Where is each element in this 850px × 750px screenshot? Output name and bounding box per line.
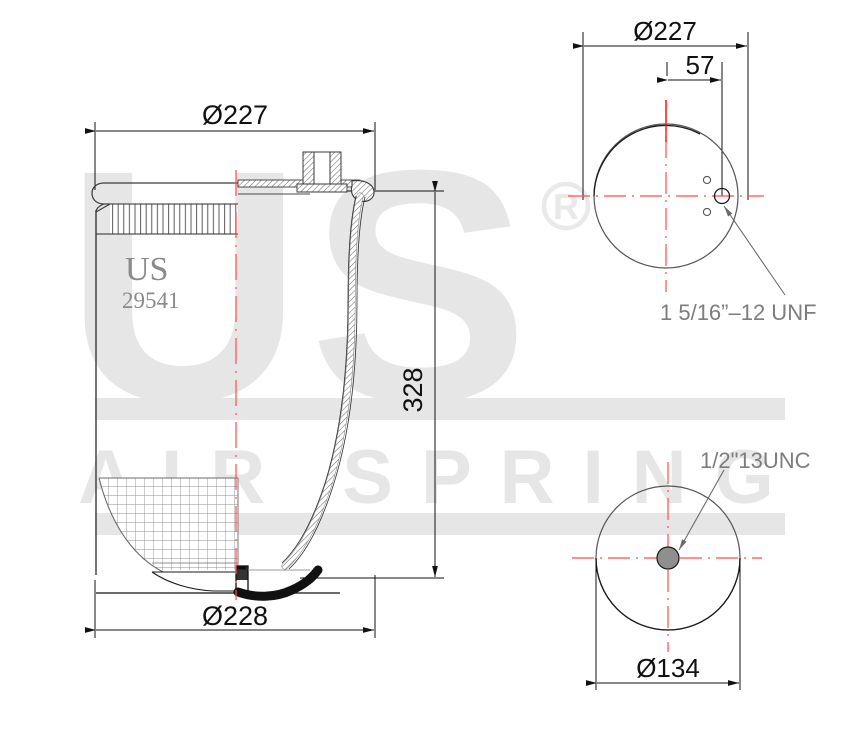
air-port-fitting <box>296 151 348 193</box>
dim-top-view-offset: 57 <box>657 50 723 196</box>
dim-label-bottom-view-diameter: Ø134 <box>636 653 700 683</box>
dim-top-view-diameter: Ø227 <box>573 16 749 200</box>
rolling-lobe-sleeve <box>281 192 366 570</box>
top-bead-plate-section <box>237 151 375 202</box>
dim-main-height: 328 <box>300 181 444 579</box>
svg-text:R: R <box>553 186 579 227</box>
center-stud-hole <box>656 546 680 570</box>
top-view-thread-note: 1 5/16”–12 UNF <box>660 300 817 325</box>
part-marking-brand: US <box>125 251 168 288</box>
bellows-body <box>91 182 238 575</box>
dim-label-main-bottom: Ø228 <box>202 601 268 631</box>
dim-label-main-top: Ø227 <box>202 100 268 130</box>
crimp-ring-hatch <box>110 204 238 234</box>
top-bead-plate-view: Ø227 57 1 5/16”–12 UNF <box>568 16 817 325</box>
dim-main-top-diameter: Ø227 <box>85 100 376 190</box>
stud-hole-upper <box>702 175 712 185</box>
watermark-layer: US AIR SPRING R <box>65 101 785 535</box>
registered-trademark-icon: R <box>541 181 591 231</box>
dim-label-top-view-diameter: Ø227 <box>633 16 697 46</box>
bottom-clamp-assembly <box>96 565 340 601</box>
dim-label-top-view-offset: 57 <box>686 50 715 80</box>
watermark-bar-top <box>95 398 785 420</box>
stud-hole-lower <box>702 207 712 217</box>
watermark-bar-bottom <box>95 513 785 535</box>
dim-bottom-view-diameter: Ø134 <box>586 558 741 690</box>
piston-section <box>98 477 239 592</box>
top-view-leader-line <box>723 205 786 296</box>
main-front-view: Ø227 Ø228 328 <box>85 100 444 638</box>
dim-label-main-height: 328 <box>398 367 428 412</box>
dim-main-bottom-diameter: Ø228 <box>85 575 376 638</box>
part-marking: US 29541 <box>122 251 180 313</box>
bottom-view-thread-note: 1/2"13UNC <box>700 448 811 473</box>
air-port-hole <box>713 187 731 205</box>
part-marking-number: 29541 <box>122 288 180 313</box>
bottom-piston-view: 1/2"13UNC Ø134 <box>572 448 811 690</box>
bottom-view-leader-line <box>678 469 725 551</box>
